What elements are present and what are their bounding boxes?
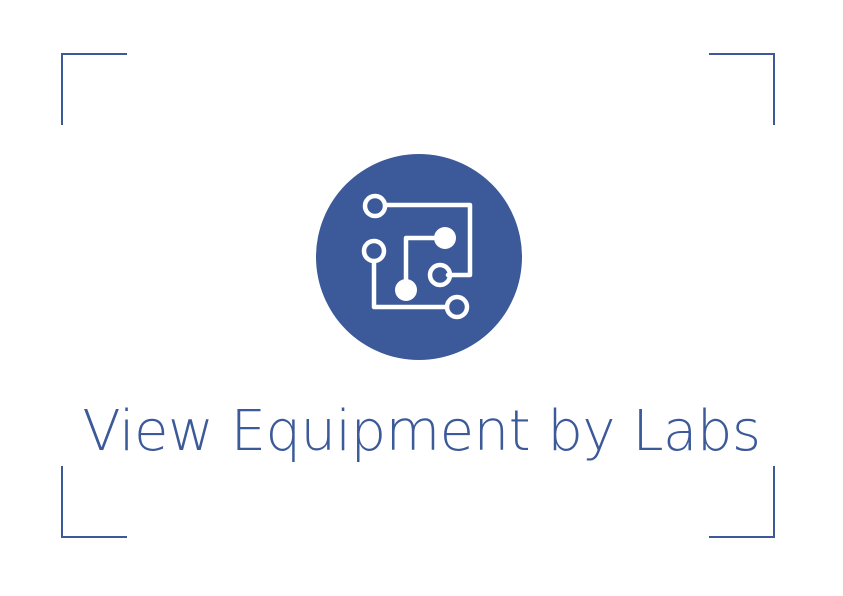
circuit-network-icon (361, 193, 473, 320)
frame-corner-bottom-left (61, 466, 127, 538)
tile-label: View Equipment by Labs (82, 399, 761, 464)
frame-corner-top-right (709, 53, 775, 125)
frame-corner-top-left (61, 53, 127, 125)
frame-corner-bottom-right (709, 466, 775, 538)
icon-badge (316, 154, 522, 360)
